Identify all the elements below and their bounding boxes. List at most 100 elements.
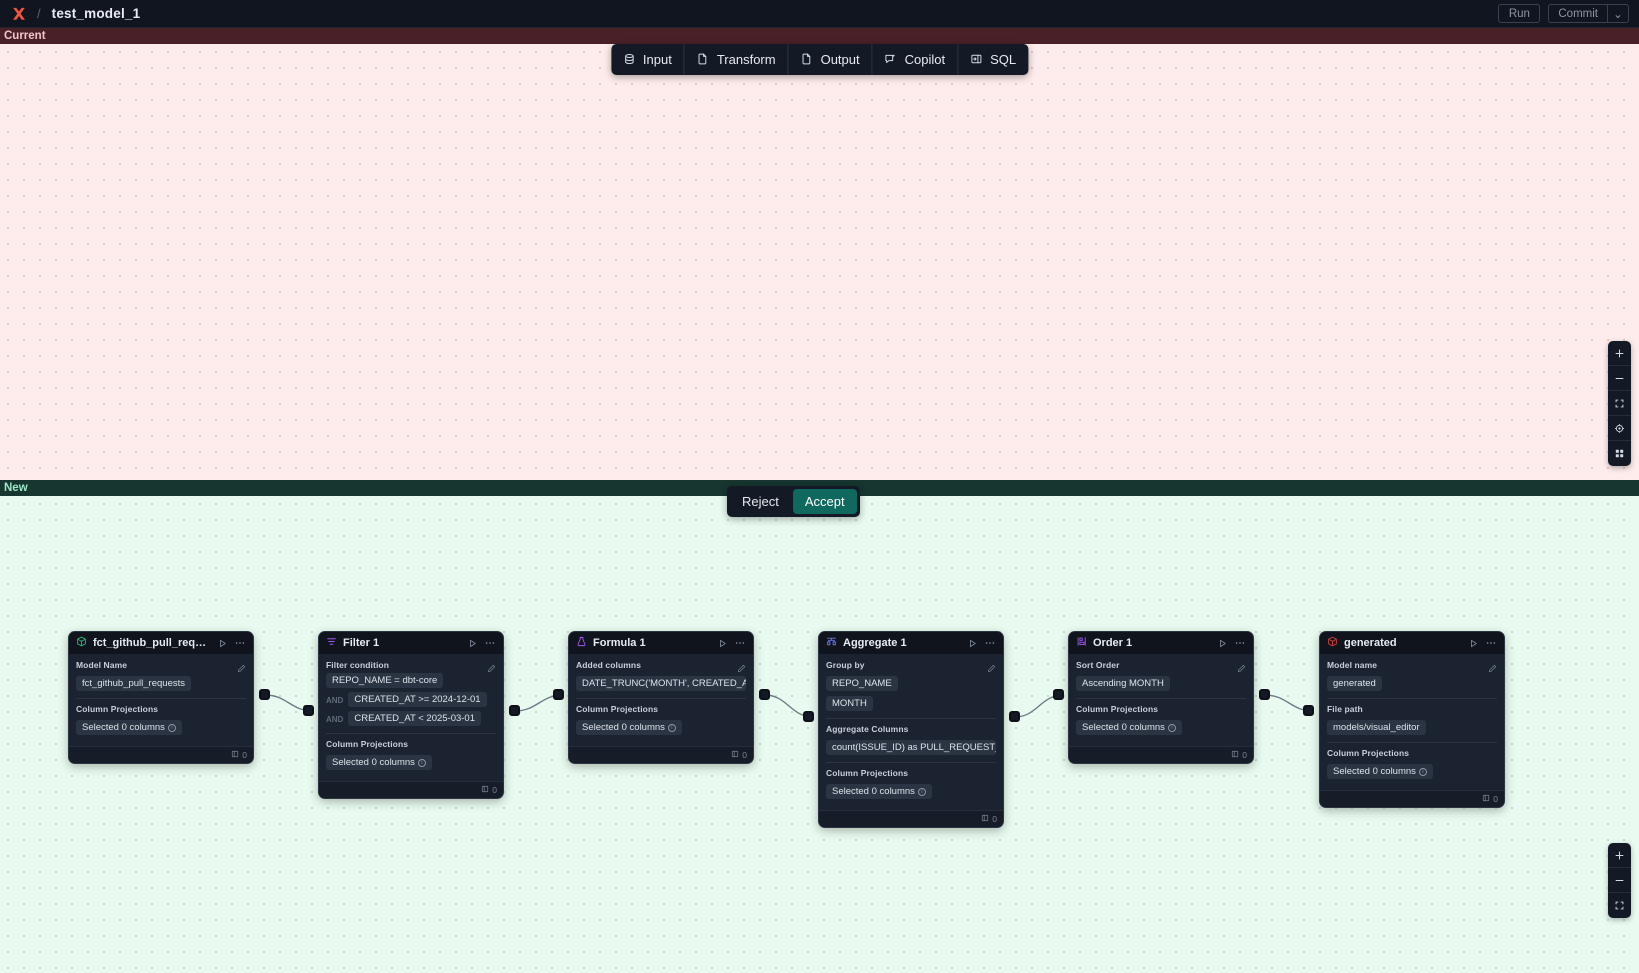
info-icon[interactable]: i — [417, 758, 426, 767]
value-pill-text: Ascending MONTH — [1082, 678, 1164, 689]
zoom-in-button[interactable] — [1608, 843, 1631, 868]
toolbar-item-label: Copilot — [904, 52, 946, 67]
value-pill[interactable]: models/visual_editor — [1327, 720, 1426, 735]
section-divider — [826, 718, 996, 719]
section-label: Group by — [826, 660, 865, 670]
toolbar-item-copilot[interactable]: Copilot — [871, 44, 957, 75]
condition-pill[interactable]: CREATED_AT < 2025-03-01 — [348, 711, 482, 726]
value-pill[interactable]: MONTH — [826, 696, 873, 711]
grid-toggle-button[interactable] — [1608, 441, 1631, 466]
lock-view-button[interactable] — [1608, 416, 1631, 441]
run-node-icon[interactable] — [1468, 638, 1479, 649]
zoom-out-button[interactable] — [1608, 366, 1631, 391]
value-pill[interactable]: Ascending MONTH — [1076, 676, 1170, 691]
x-logo-icon[interactable] — [10, 5, 28, 23]
info-icon[interactable]: i — [917, 787, 926, 796]
rows-icon — [1231, 750, 1239, 760]
node-menu-icon[interactable] — [234, 637, 246, 649]
reject-button[interactable]: Reject — [742, 494, 779, 509]
section-label: Column Projections — [1076, 704, 1159, 714]
condition-pill[interactable]: CREATED_AT >= 2024-12-01 — [348, 692, 487, 707]
value-pill[interactable]: REPO_NAME — [826, 676, 898, 691]
info-icon[interactable]: i — [167, 723, 176, 732]
edge-port — [1009, 711, 1020, 722]
section-label: Added columns — [576, 660, 642, 670]
toolbar-item-transform[interactable]: Transform — [683, 44, 788, 75]
value-pill[interactable]: generated — [1327, 676, 1382, 691]
run-node-icon[interactable] — [467, 638, 478, 649]
zoom-in-button[interactable] — [1608, 341, 1631, 366]
run-node-icon[interactable] — [217, 638, 228, 649]
node-menu-icon[interactable] — [734, 637, 746, 649]
node-title: fct_github_pull_requests — [93, 637, 211, 649]
value-pill-text: generated — [1333, 678, 1376, 689]
section-label: File path — [1327, 704, 1363, 714]
toolbar-item-sql[interactable]: SQL — [957, 44, 1028, 75]
node-header[interactable]: Order 1 — [1069, 632, 1253, 654]
section-divider — [1327, 698, 1497, 699]
value-pill[interactable]: count(ISSUE_ID) as PULL_REQUEST_… — [826, 740, 996, 755]
value-pill-text: models/visual_editor — [1333, 722, 1420, 733]
info-icon[interactable]: i — [1167, 723, 1176, 732]
run-button[interactable]: Run — [1498, 4, 1541, 23]
edit-pencil-icon[interactable] — [1237, 660, 1246, 678]
edit-pencil-icon[interactable] — [737, 660, 746, 678]
node-menu-icon[interactable] — [484, 637, 496, 649]
row-count: 0 — [492, 785, 497, 795]
toolbar-item-output[interactable]: Output — [787, 44, 872, 75]
formula-icon — [576, 634, 587, 652]
fit-view-button[interactable] — [1608, 893, 1631, 918]
info-icon[interactable]: i — [667, 723, 676, 732]
node-menu-icon[interactable] — [984, 637, 996, 649]
node-menu-icon[interactable] — [1485, 637, 1497, 649]
commit-button-group: Commit ⌄ — [1548, 4, 1629, 23]
fit-view-button[interactable] — [1608, 391, 1631, 416]
node-header[interactable]: Formula 1 — [569, 632, 753, 654]
value-pill[interactable]: DATE_TRUNC('MONTH', CREATED_AT… — [576, 676, 746, 691]
node-menu-icon[interactable] — [1234, 637, 1246, 649]
node-header[interactable]: generated — [1320, 632, 1504, 654]
edit-pencil-icon[interactable] — [487, 660, 496, 678]
edge-port — [759, 689, 770, 700]
chevron-down-icon[interactable]: ⌄ — [1607, 4, 1629, 23]
section-divider — [326, 733, 496, 734]
rows-icon — [481, 785, 489, 795]
info-icon[interactable]: i — [1418, 767, 1427, 776]
node-footer: 0 — [1320, 790, 1504, 807]
toolbar-item-input[interactable]: Input — [611, 44, 684, 75]
zoom-out-button[interactable] — [1608, 868, 1631, 893]
edit-pencil-icon[interactable] — [1488, 660, 1497, 678]
node-header[interactable]: fct_github_pull_requests — [69, 632, 253, 654]
condition-operator: AND — [326, 715, 344, 724]
canvas-controls-top — [1608, 341, 1631, 466]
edit-pencil-icon[interactable] — [987, 660, 996, 678]
commit-button[interactable]: Commit — [1548, 4, 1607, 23]
condition-pill[interactable]: REPO_NAME = dbt-core — [326, 673, 444, 688]
edit-pencil-icon[interactable] — [237, 660, 246, 678]
diff-action-bar: Reject Accept — [727, 486, 860, 517]
value-pill[interactable]: fct_github_pull_requests — [76, 676, 191, 691]
current-version-canvas[interactable]: Current — [0, 28, 1639, 480]
accept-button[interactable]: Accept — [792, 489, 857, 514]
run-node-icon[interactable] — [1217, 638, 1228, 649]
node-header[interactable]: Filter 1 — [319, 632, 503, 654]
run-node-icon[interactable] — [717, 638, 728, 649]
run-node-icon[interactable] — [967, 638, 978, 649]
node-header[interactable]: Aggregate 1 — [819, 632, 1003, 654]
